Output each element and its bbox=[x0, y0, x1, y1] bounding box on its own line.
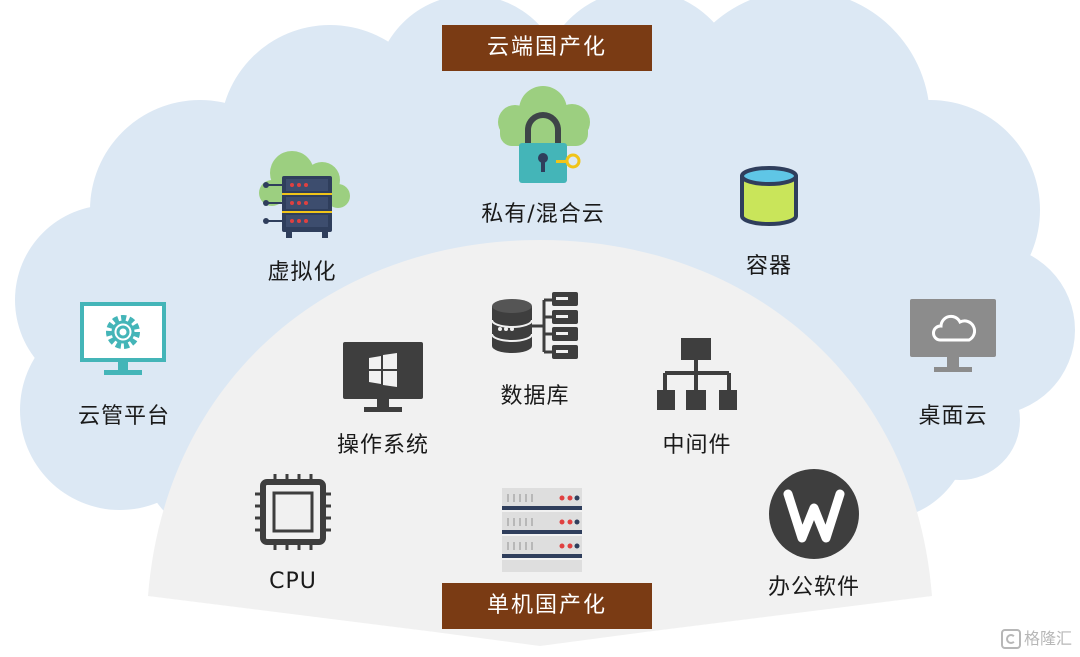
label-cpu: CPU bbox=[269, 569, 317, 594]
server-rack-icon bbox=[502, 488, 582, 572]
cloud-localization-banner: 云端国产化 bbox=[442, 25, 652, 71]
cloud-lock-icon bbox=[498, 86, 590, 183]
label-database: 数据库 bbox=[500, 384, 570, 409]
label-middleware: 中间件 bbox=[662, 433, 732, 458]
monitor-cloud-icon bbox=[910, 299, 996, 372]
monitor-gear-icon bbox=[80, 302, 166, 375]
server-cloud-icon bbox=[259, 151, 350, 238]
label-operating-system: 操作系统 bbox=[336, 433, 430, 458]
database-icon bbox=[491, 292, 578, 359]
watermark-logo-icon bbox=[1000, 629, 1021, 649]
label-cloud-management-platform: 云管平台 bbox=[77, 404, 171, 429]
wps-logo-icon bbox=[769, 469, 859, 559]
windows-monitor-icon bbox=[343, 342, 423, 412]
label-desktop-cloud: 桌面云 bbox=[918, 404, 988, 429]
label-virtualization: 虚拟化 bbox=[267, 260, 337, 285]
watermark: 格隆汇 bbox=[1000, 625, 1072, 649]
label-private-hybrid-cloud: 私有/混合云 bbox=[481, 202, 605, 227]
watermark-text: 格隆汇 bbox=[1023, 628, 1072, 648]
local-localization-banner: 单机国产化 bbox=[442, 583, 652, 629]
label-office-software: 办公软件 bbox=[767, 575, 861, 600]
local-dome bbox=[148, 240, 932, 646]
container-cylinder-icon bbox=[740, 166, 798, 226]
cpu-chip-icon bbox=[255, 474, 331, 550]
label-container: 容器 bbox=[745, 254, 793, 279]
hierarchy-icon bbox=[657, 338, 737, 410]
